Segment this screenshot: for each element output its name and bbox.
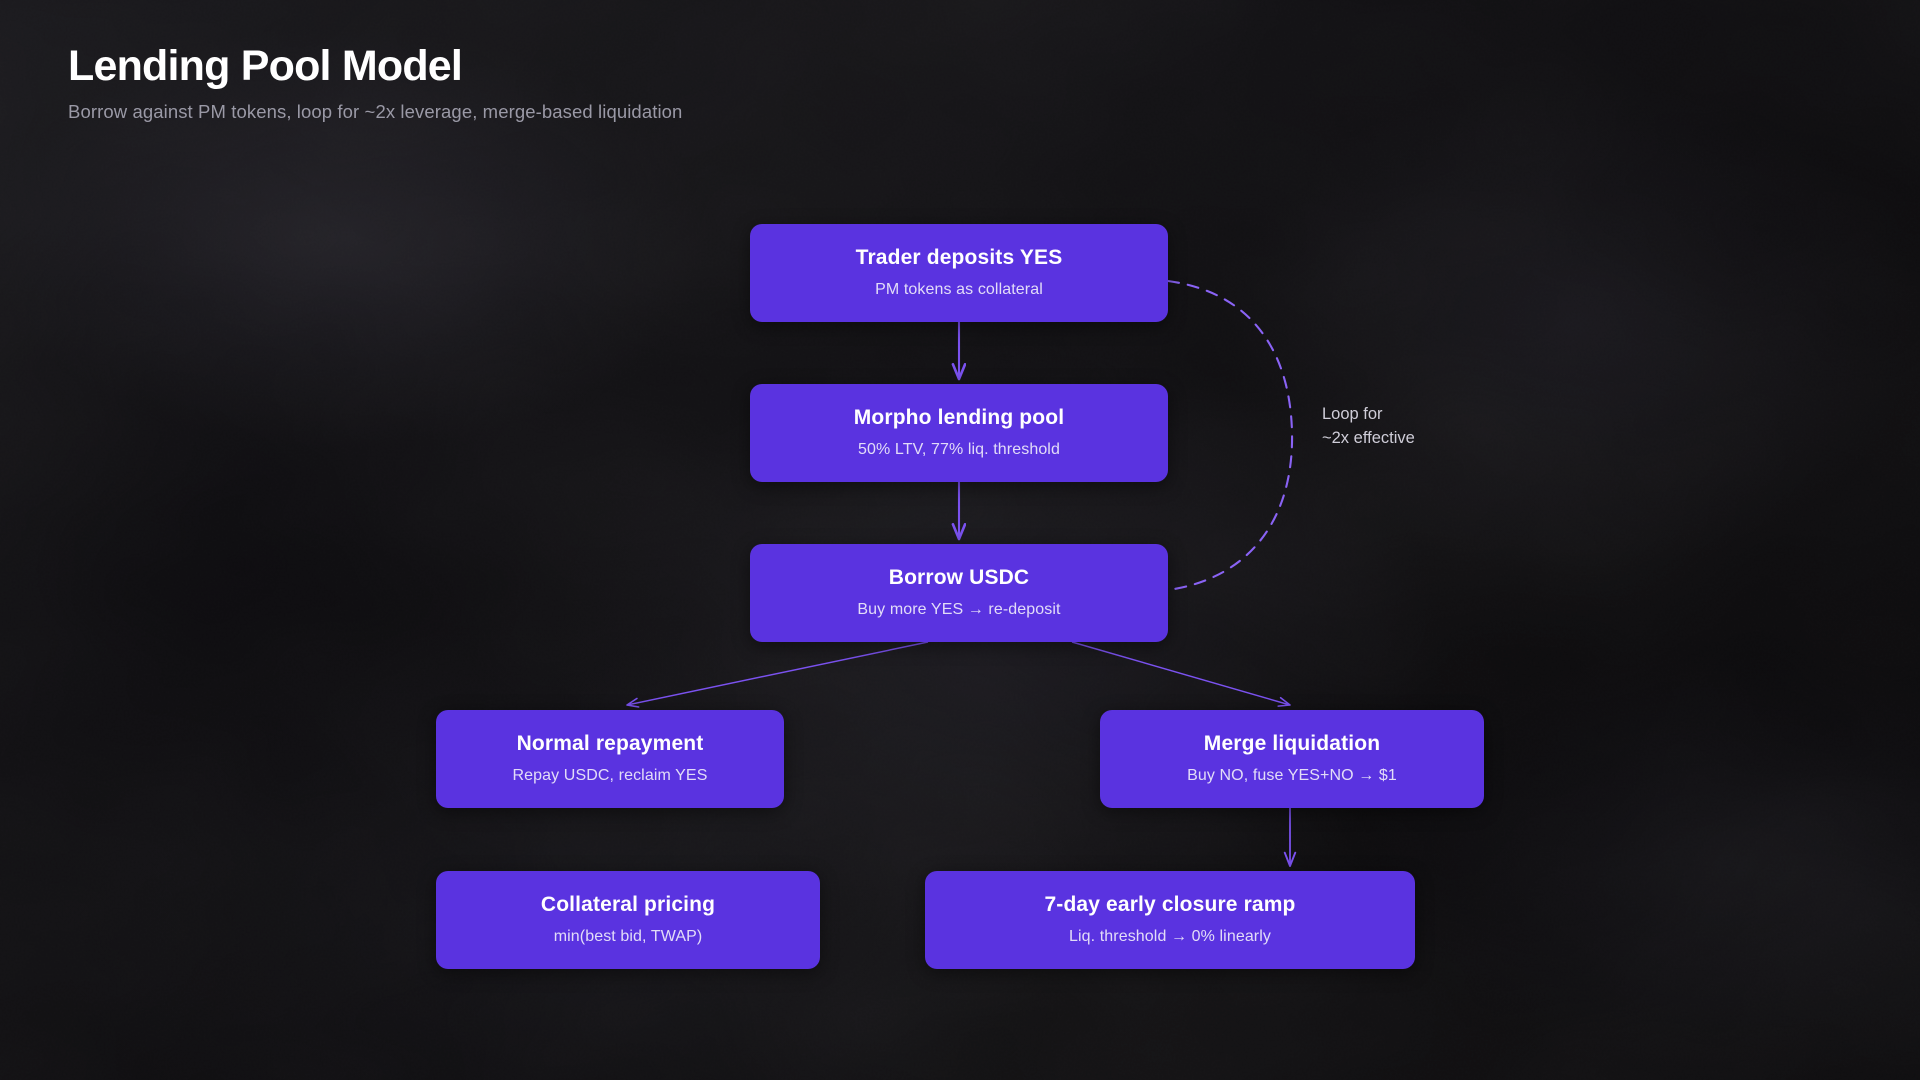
slide-header: Lending Pool Model Borrow against PM tok…: [68, 42, 682, 123]
node-borrow-usdc[interactable]: Borrow USDC Buy more YES → re-deposit: [750, 544, 1168, 642]
node-subtitle: min(best bid, TWAP): [553, 927, 703, 945]
node-title: 7-day early closure ramp: [1044, 893, 1296, 917]
edge-loop-borrow-to-trader: [1166, 279, 1294, 592]
page-subtitle: Borrow against PM tokens, loop for ~2x l…: [68, 101, 683, 123]
node-title: Trader deposits YES: [855, 246, 1063, 270]
loop-label: Loop for ~2x effective: [1322, 405, 1415, 447]
node-title: Collateral pricing: [540, 893, 716, 917]
node-trader-deposits-yes[interactable]: Trader deposits YES PM tokens as collate…: [750, 224, 1168, 322]
node-title: Borrow USDC: [888, 566, 1030, 590]
node-morpho-lending-pool[interactable]: Morpho lending pool 50% LTV, 77% liq. th…: [750, 384, 1168, 482]
node-title: Normal repayment: [516, 732, 704, 756]
node-subtitle: Buy NO, fuse YES+NO → $1: [1187, 766, 1397, 784]
node-title: Morpho lending pool: [853, 406, 1065, 430]
node-collateral-pricing[interactable]: Collateral pricing min(best bid, TWAP): [436, 871, 820, 969]
node-subtitle: PM tokens as collateral: [875, 280, 1043, 298]
node-seven-day-closure-ramp[interactable]: 7-day early closure ramp Liq. threshold …: [925, 871, 1415, 969]
node-merge-liquidation[interactable]: Merge liquidation Buy NO, fuse YES+NO → …: [1100, 710, 1484, 808]
page-title: Lending Pool Model: [68, 42, 463, 90]
node-subtitle: Repay USDC, reclaim YES: [512, 766, 708, 784]
node-title: Merge liquidation: [1203, 732, 1381, 756]
edge-borrow-to-normal: [626, 641, 929, 708]
edge-borrow-to-merge: [1071, 641, 1291, 707]
node-normal-repayment[interactable]: Normal repayment Repay USDC, reclaim YES: [436, 710, 784, 808]
node-subtitle: Liq. threshold → 0% linearly: [1068, 927, 1271, 945]
node-subtitle: 50% LTV, 77% liq. threshold: [858, 440, 1060, 458]
node-subtitle: Buy more YES → re-deposit: [857, 600, 1061, 618]
